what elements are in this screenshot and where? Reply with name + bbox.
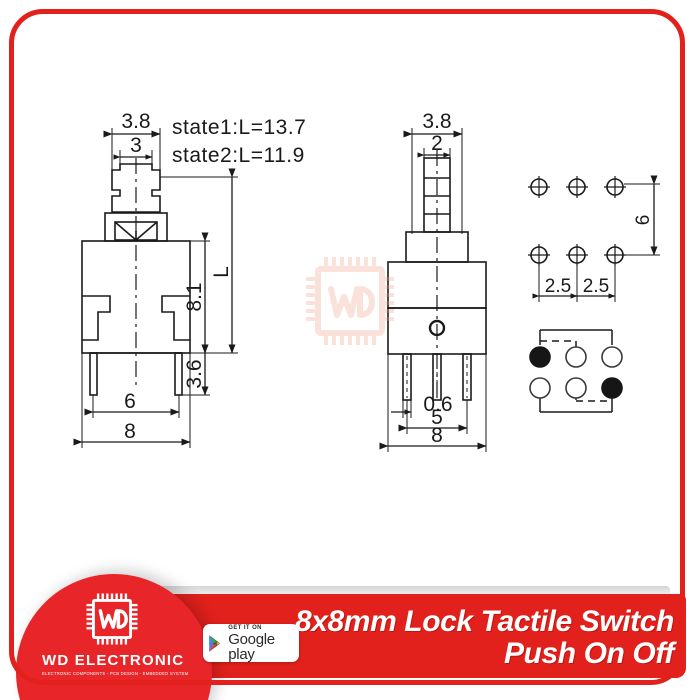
- schematic-terminal-top-1: [529, 346, 551, 368]
- schematic-top-wire: [539, 329, 613, 345]
- google-play-small-label: GET IT ON: [228, 624, 262, 631]
- dim-label-cap-inner-width: 3: [130, 134, 142, 157]
- dim-label-pad-pitch-1: 2.5: [545, 276, 571, 297]
- dim-label-overall-height: L: [210, 266, 233, 278]
- dim-label-plunger-width: 2: [431, 132, 443, 155]
- dim-label-pin-pitch-span: 5: [431, 406, 443, 429]
- dim-label-pin-length: 3.6: [183, 359, 206, 388]
- footprint-pad-row-top: [528, 176, 626, 198]
- side-view-actuator: [111, 163, 161, 213]
- dim-label-body-width: 8: [124, 420, 136, 443]
- schematic-terminal-top-2: [565, 346, 587, 368]
- dim-label-pin-thickness: 0.6: [423, 393, 452, 416]
- wd-watermark-icon: [306, 257, 394, 345]
- side-view-pin-right: [174, 352, 183, 396]
- schematic-terminal-top-3: [601, 346, 623, 368]
- schematic-terminal-bottom-2: [565, 377, 587, 399]
- dim-label-row-spacing: 6: [633, 215, 654, 226]
- side-view-latch-right: [161, 295, 190, 341]
- google-play-triangle-icon: [209, 634, 221, 652]
- schematic-terminal-bottom-3: [601, 377, 623, 399]
- side-view-latch-left: [82, 295, 111, 341]
- dim-label-plunger-outer-width: 3.8: [422, 110, 451, 133]
- dim-label-front-body-width: 8: [431, 424, 443, 447]
- note-state1: state1:L=13.7: [172, 116, 306, 139]
- side-view-pin-left: [89, 352, 98, 396]
- wd-electronic-logo: WD ELECTRONIC ELECTRONIC COMPONENTS - PC…: [42, 590, 189, 676]
- footprint-pad-row-bottom: [528, 244, 626, 266]
- technical-drawing-area: state1:L=13.7 state2:L=11.9 3.8 3 8.1 L …: [73, 110, 660, 452]
- drawing-svg: state1:L=13.7 state2:L=11.9 3.8 3 8.1 L …: [73, 110, 660, 452]
- product-title-line1: 8x8mm Lock Tactile Switch: [294, 604, 674, 638]
- dim-label-pad-pitch-2: 2.5: [583, 276, 609, 297]
- product-title-line2: Push On Off: [503, 637, 674, 671]
- product-title: 8x8mm Lock Tactile Switch Push On Off: [294, 604, 674, 671]
- logo-name: WD ELECTRONIC: [42, 652, 185, 669]
- front-view-pin-3: [462, 353, 472, 401]
- google-play-badge[interactable]: GET IT ON Google play: [203, 624, 299, 662]
- front-view-pin-1: [402, 353, 412, 401]
- note-state2: state2:L=11.9: [172, 144, 305, 167]
- dim-label-pin-span: 6: [124, 390, 136, 413]
- wd-chip-icon: [83, 590, 141, 648]
- dim-label-cap-outer-width: 3.8: [121, 110, 150, 133]
- product-banner: WD ELECTRONIC ELECTRONIC COMPONENTS - PC…: [0, 552, 700, 700]
- google-play-name: Google play: [228, 630, 275, 663]
- schematic-terminal-bottom-1: [529, 377, 551, 399]
- logo-tagline: ELECTRONIC COMPONENTS - PCB DESIGN - EMB…: [42, 671, 189, 676]
- dim-label-body-height: 8.1: [183, 282, 206, 311]
